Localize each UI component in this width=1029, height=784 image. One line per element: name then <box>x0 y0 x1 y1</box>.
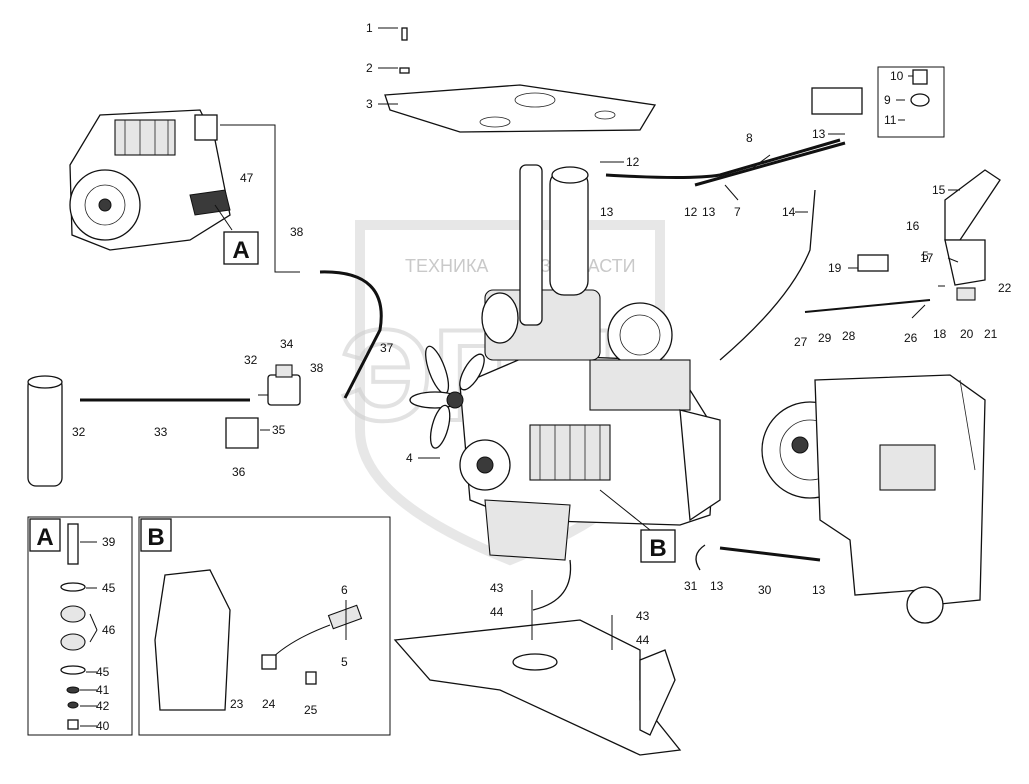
callout-24: 24 <box>262 697 276 711</box>
callout-22: 22 <box>998 281 1012 295</box>
callout-13a: 13 <box>600 205 614 219</box>
callout-labels: 1 2 3 4 5 5 6 7 8 9 10 11 12 12 13 13 13… <box>72 21 1012 733</box>
callout-47: 47 <box>240 171 254 185</box>
callout-32a: 32 <box>72 425 86 439</box>
pedal-assembly <box>857 169 1001 301</box>
callout-13b: 13 <box>702 205 716 219</box>
callout-14: 14 <box>782 205 796 219</box>
callout-5b: 5 <box>341 655 348 669</box>
callout-26: 26 <box>904 331 918 345</box>
muffler <box>27 375 63 487</box>
callout-27: 27 <box>794 335 808 349</box>
callout-23: 23 <box>230 697 244 711</box>
transmission <box>761 374 986 624</box>
callout-10: 10 <box>890 69 904 83</box>
callout-32b: 32 <box>244 353 258 367</box>
small-engine-view <box>69 109 231 251</box>
callout-13e: 13 <box>812 583 826 597</box>
callout-37: 37 <box>380 341 394 355</box>
callout-44a: 44 <box>490 605 504 619</box>
inset-a-title: A <box>36 524 53 551</box>
callout-30: 30 <box>758 583 772 597</box>
callout-45b: 45 <box>96 665 110 679</box>
fuel-pump <box>225 364 301 449</box>
callout-19: 19 <box>828 261 842 275</box>
callout-21: 21 <box>984 327 998 341</box>
tag-a: A <box>214 124 300 273</box>
callout-29: 29 <box>818 331 832 345</box>
callout-25: 25 <box>304 703 318 717</box>
callout-3: 3 <box>366 97 373 111</box>
callout-9: 9 <box>884 93 891 107</box>
callout-44b: 44 <box>636 633 650 647</box>
callout-13c: 13 <box>812 127 826 141</box>
watermark-text-left: ТЕХНИКА <box>405 256 488 276</box>
callout-38a: 38 <box>290 225 304 239</box>
callout-12a: 12 <box>626 155 640 169</box>
hoses <box>80 138 931 611</box>
callout-39: 39 <box>102 535 116 549</box>
callout-1: 1 <box>366 21 373 35</box>
callout-15: 15 <box>932 183 946 197</box>
callout-40: 40 <box>96 719 110 733</box>
callout-11: 11 <box>884 113 897 127</box>
tag-b-label: B <box>649 535 666 562</box>
frame <box>393 619 682 756</box>
callout-43a: 43 <box>490 581 504 595</box>
callout-33: 33 <box>154 425 168 439</box>
tag-a-label: A <box>232 237 249 264</box>
tag-b: B <box>599 489 676 563</box>
callout-17: 17 <box>920 251 934 265</box>
callout-20: 20 <box>960 327 974 341</box>
detail-box-9-11 <box>811 66 945 138</box>
callout-2: 2 <box>366 61 373 75</box>
callout-41: 41 <box>96 683 110 697</box>
callout-13d: 13 <box>710 579 724 593</box>
cover-plate <box>384 27 657 133</box>
callout-43b: 43 <box>636 609 650 623</box>
fan <box>409 345 485 449</box>
callout-42: 42 <box>96 699 110 713</box>
callout-34: 34 <box>280 337 294 351</box>
callout-5a: 5 <box>922 249 929 263</box>
inset-b-title: B <box>147 524 164 551</box>
callout-6: 6 <box>341 583 348 597</box>
callout-12b: 12 <box>684 205 698 219</box>
callout-8: 8 <box>746 131 753 145</box>
callout-35: 35 <box>272 423 286 437</box>
inset-a: A <box>27 516 133 736</box>
callout-16: 16 <box>906 219 920 233</box>
callout-28: 28 <box>842 329 856 343</box>
callout-36: 36 <box>232 465 246 479</box>
callout-45a: 45 <box>102 581 116 595</box>
main-engine <box>409 164 721 561</box>
callout-18: 18 <box>933 327 947 341</box>
callout-38b: 38 <box>310 361 324 375</box>
inset-b: B <box>138 516 391 736</box>
callout-46: 46 <box>102 623 116 637</box>
callout-4: 4 <box>406 451 413 465</box>
callout-31: 31 <box>684 579 698 593</box>
leader-lines <box>80 27 960 727</box>
callout-7: 7 <box>734 205 741 219</box>
